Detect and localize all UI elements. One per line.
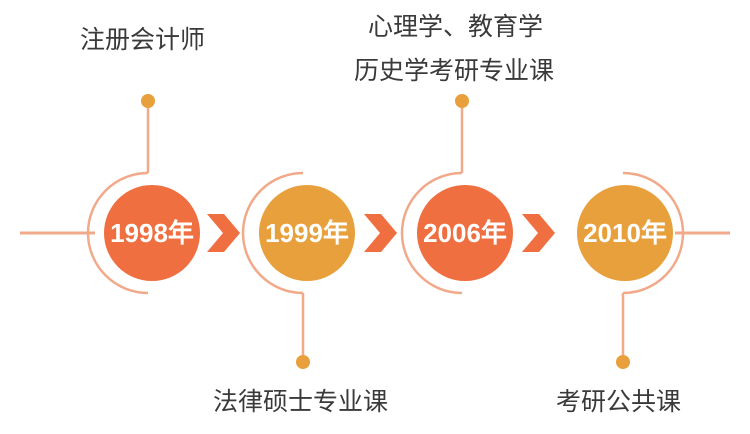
milestone-dot (455, 94, 469, 108)
milestone-1998: 1998年 (86, 94, 200, 295)
arrow-chevron-icon (364, 214, 397, 252)
milestone-arc (86, 171, 149, 295)
milestone-dot (616, 355, 630, 369)
milestone-dot (141, 94, 155, 108)
milestone-label: 历史学考研专业课 (354, 56, 555, 85)
milestone-year: 1999年 (265, 218, 349, 248)
milestone-circle (417, 185, 513, 281)
milestone-year: 2010年 (583, 218, 667, 248)
milestone-label: 法律硕士专业课 (213, 387, 389, 416)
milestone-label: 考研公共课 (556, 387, 682, 416)
milestone-2006: 2006年 (400, 94, 513, 295)
milestone-2010: 2010年 (577, 171, 685, 369)
milestone-dot (296, 355, 310, 369)
milestone-year: 1998年 (110, 218, 194, 248)
milestone-circle (259, 185, 355, 281)
arrow-chevron-icon (207, 214, 240, 252)
milestone-label: 心理学、教育学 (368, 12, 544, 41)
milestone-arc (622, 171, 685, 295)
milestone-1999: 1999年 (241, 171, 355, 369)
milestone-arc (400, 171, 463, 295)
milestone-year: 2006年 (423, 218, 507, 248)
arrow-chevron-icon (522, 214, 555, 252)
milestone-circle (577, 185, 673, 281)
milestone-circle (104, 185, 200, 281)
milestone-label: 注册会计师 (80, 25, 206, 54)
milestone-arc (241, 171, 304, 295)
